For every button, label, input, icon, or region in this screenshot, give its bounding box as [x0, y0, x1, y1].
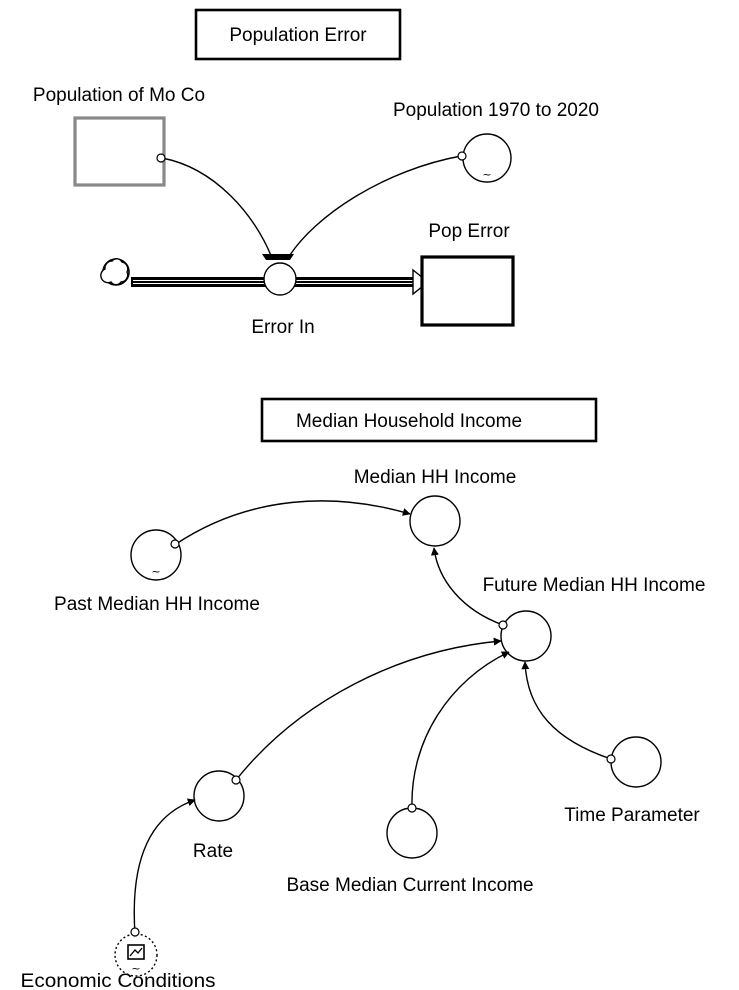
converter-past-median-hh-income[interactable]	[130, 529, 182, 581]
connector-economic-conditions-to-rate[interactable]	[133, 798, 196, 935]
graphical-input-icon	[127, 944, 145, 960]
label-economic-conditions: Economic Conditions	[21, 971, 216, 990]
label-future-median-hh-income: Future Median HH Income	[483, 575, 706, 596]
converter-rate[interactable]	[193, 770, 245, 822]
connector-base-to-future-median-hh-income[interactable]	[411, 651, 510, 809]
label-base-median-current-income: Base Median Current Income	[286, 875, 533, 896]
connector-population-to-error-in[interactable]	[161, 157, 273, 259]
connector-hub	[130, 927, 140, 937]
cloud-source-icon[interactable]	[100, 258, 130, 286]
connector-hub	[498, 620, 508, 630]
connector-hub	[170, 539, 180, 549]
graphical-function-marker: ~	[151, 565, 160, 578]
connector-hub	[457, 151, 467, 161]
connector-hub	[156, 153, 166, 163]
connector-time-parameter-to-future-median-hh-income[interactable]	[521, 661, 612, 760]
section-title-box-population-error[interactable]	[194, 8, 402, 61]
section-title-median-household-income: Median Household Income	[296, 411, 522, 432]
label-time-parameter: Time Parameter	[564, 805, 700, 826]
label-population-of-mo-co: Population of Mo Co	[33, 85, 205, 106]
converter-median-hh-income[interactable]	[409, 495, 461, 547]
connector-arrowhead-cluster	[262, 254, 294, 260]
label-pop-error: Pop Error	[428, 221, 510, 242]
connector-future-to-median-hh-income[interactable]	[430, 547, 504, 626]
stock-population-of-mo-co[interactable]	[73, 116, 166, 187]
label-past-median-hh-income: Past Median HH Income	[54, 594, 260, 615]
section-median-household-income: Median Household Income	[260, 397, 598, 443]
converter-base-median-current-income[interactable]	[386, 807, 438, 859]
connector-hub	[407, 803, 417, 813]
connector-rate-to-future-median-hh-income[interactable]	[235, 637, 502, 781]
converter-future-median-hh-income[interactable]	[500, 610, 552, 662]
label-population-1970-2020: Population 1970 to 2020	[393, 100, 599, 121]
section-title-box-median-household-income[interactable]	[260, 397, 598, 443]
graphical-function-marker: ~	[482, 168, 491, 181]
connector-population-1970-to-error-in[interactable]	[287, 155, 462, 259]
label-error-in: Error In	[251, 317, 314, 338]
connector-hub	[231, 775, 241, 785]
label-rate: Rate	[193, 841, 233, 862]
connector-hub	[606, 754, 616, 764]
section-population-error: Population Error	[194, 8, 402, 61]
graphical-function-marker: ~	[131, 962, 140, 975]
section-title-population-error: Population Error	[229, 25, 367, 46]
connector-past-to-median-hh-income[interactable]	[175, 500, 411, 545]
stock-pop-error[interactable]	[420, 255, 515, 327]
label-median-hh-income: Median HH Income	[354, 467, 517, 488]
flow-valve-error-in[interactable]	[263, 262, 297, 296]
converter-time-parameter[interactable]	[610, 736, 662, 788]
